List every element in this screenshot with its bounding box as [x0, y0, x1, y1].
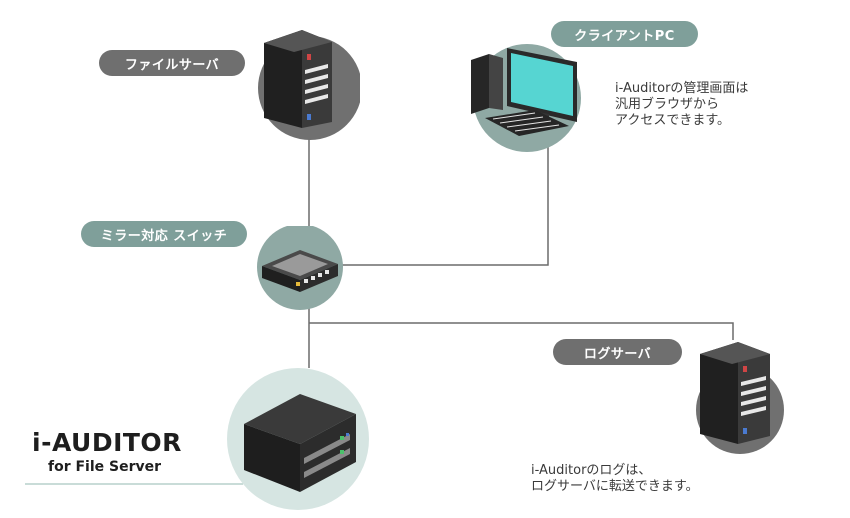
logo-underline: [25, 483, 243, 485]
label-mirror-switch: ミラー対応 スイッチ: [81, 221, 247, 247]
label-log-server: ログサーバ: [553, 339, 682, 365]
network-switch-icon: [257, 226, 343, 310]
line-switch-logserver: [309, 322, 734, 340]
label-file-server: ファイルサーバ: [99, 50, 245, 76]
note-client: i-Auditorの管理画面は 汎用ブラウザから アクセスできます。: [615, 81, 748, 129]
note-client-line-1: i-Auditorの管理画面は: [615, 81, 749, 96]
note-log: i-Auditorのログは、 ログサーバに転送できます。: [531, 463, 699, 495]
label-client-pc: クライアントPC: [551, 21, 698, 47]
note-log-line-1: i-Auditorのログは、: [531, 463, 652, 478]
desktop-pc-icon: [471, 44, 581, 152]
rack-appliance-icon: [227, 368, 369, 510]
server-tower-icon-log: [696, 342, 784, 454]
server-tower-icon: [258, 30, 360, 140]
line-switch-client: [336, 135, 549, 266]
product-logo-subtitle: for File Server: [48, 459, 162, 475]
note-client-line-2: 汎用ブラウザから: [615, 97, 720, 112]
product-logo: i-AUDITOR: [32, 428, 182, 457]
note-client-line-3: アクセスできます。: [615, 113, 731, 128]
note-log-line-2: ログサーバに転送できます。: [531, 479, 699, 494]
